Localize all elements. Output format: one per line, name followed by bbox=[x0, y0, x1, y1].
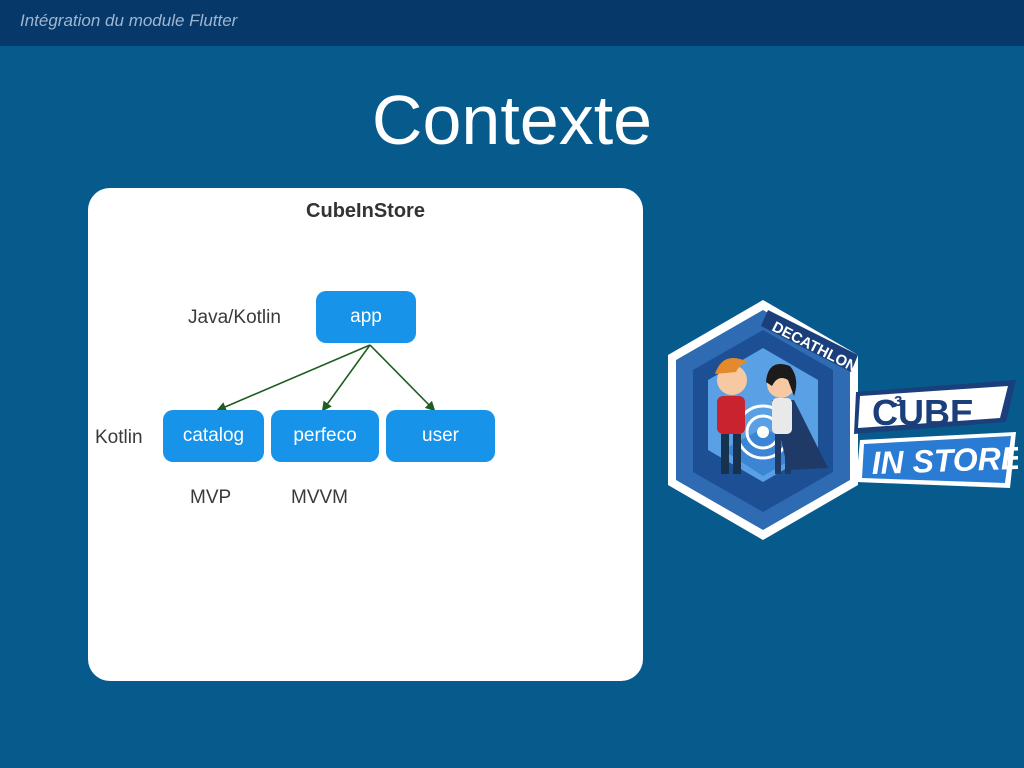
node-catalog: catalog bbox=[163, 410, 264, 462]
arrow-app-user bbox=[369, 344, 436, 412]
logo-in-store-text: IN STORE bbox=[871, 440, 1018, 481]
node-user: user bbox=[386, 410, 495, 462]
logo-cube-text: CUBE bbox=[872, 392, 974, 433]
node-app: app bbox=[316, 291, 416, 343]
diagram-title: CubeInStore bbox=[306, 200, 425, 222]
label-catalog-pattern: MVP bbox=[190, 487, 232, 508]
label-perfeco-pattern: MVVM bbox=[291, 487, 348, 508]
arrow-app-catalog bbox=[216, 344, 371, 412]
arrow-app-perfeco bbox=[321, 344, 371, 412]
header-bar: Intégration du module Flutter bbox=[0, 0, 1024, 46]
label-modules-language: Kotlin bbox=[95, 427, 143, 448]
header-title: Intégration du module Flutter bbox=[20, 11, 238, 30]
node-perfeco: perfeco bbox=[271, 410, 379, 462]
logo-exponent-text: 3 bbox=[894, 393, 902, 410]
label-app-language: Java/Kotlin bbox=[188, 307, 281, 328]
cube-in-store-logo: DECATHLON CUBE 3 IN STORE bbox=[668, 300, 1018, 540]
slide-title: Contexte bbox=[371, 81, 653, 159]
